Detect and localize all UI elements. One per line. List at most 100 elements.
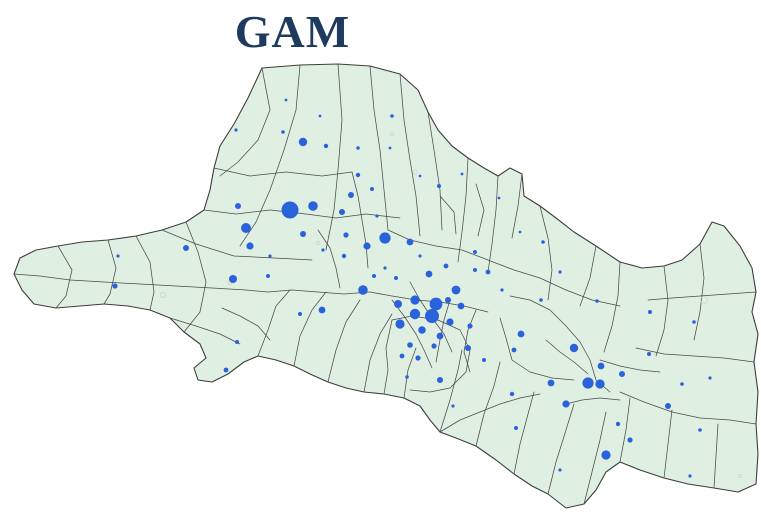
value-circle: [355, 172, 361, 178]
district-boundary-line: [403, 347, 417, 399]
value-circle: [375, 214, 379, 218]
district-boundary-line: [369, 65, 389, 231]
district-boundary-line: [603, 261, 621, 353]
faint-circle: [389, 131, 395, 137]
value-circle: [405, 375, 409, 379]
district-boundary-line: [427, 111, 443, 231]
faint-circle: [159, 291, 166, 298]
value-circle: [379, 232, 391, 244]
value-circle: [418, 174, 422, 178]
proportional-symbols: [112, 98, 712, 478]
district-boundary-line: [293, 291, 327, 367]
district-boundary-line: [693, 243, 705, 341]
value-circle: [615, 421, 621, 427]
value-circle: [415, 355, 421, 361]
district-boundary-line: [245, 289, 371, 295]
value-circle: [436, 332, 444, 340]
value-circle: [445, 297, 451, 303]
value-circle: [473, 268, 477, 272]
value-circle: [268, 254, 272, 258]
value-circle: [298, 137, 308, 147]
value-circle: [425, 270, 433, 278]
district-boundary-line: [619, 391, 757, 425]
district-boundary-line: [513, 391, 535, 475]
faint-circle: [412, 169, 418, 175]
value-circle: [451, 285, 461, 295]
district-boundary-line: [351, 171, 369, 269]
value-circle: [266, 274, 270, 278]
value-circle: [443, 263, 449, 269]
district-boundary-line: [663, 409, 673, 479]
value-circle: [183, 245, 189, 251]
district-boundary-line: [655, 265, 669, 357]
value-circle: [370, 187, 374, 191]
district-boundary-line: [13, 273, 247, 291]
district-boundary-line: [713, 423, 719, 489]
value-circle: [451, 404, 455, 408]
value-circle: [619, 371, 625, 377]
value-circle: [518, 230, 522, 234]
value-circle: [321, 248, 325, 252]
value-circle: [595, 379, 605, 389]
faint-circle: [700, 296, 708, 304]
value-circle: [708, 376, 712, 380]
value-circle: [388, 146, 392, 150]
value-circle: [372, 274, 376, 278]
value-circle: [569, 343, 579, 353]
value-circle: [418, 254, 422, 258]
value-circle: [395, 319, 405, 329]
value-circle: [627, 437, 633, 443]
value-circle: [547, 379, 555, 387]
map-title: GAM: [234, 6, 351, 57]
district-boundary-line: [547, 403, 575, 495]
district-boundary-line: [257, 289, 291, 357]
value-circle: [595, 299, 599, 303]
value-circle: [318, 114, 322, 118]
value-circle: [363, 242, 371, 250]
value-circle: [558, 468, 562, 472]
value-circle: [406, 238, 414, 246]
value-circle: [383, 266, 387, 270]
value-circle: [399, 353, 405, 359]
value-circle: [418, 326, 426, 334]
district-boundary-line: [539, 205, 553, 301]
value-circle: [394, 300, 402, 308]
value-circle: [517, 330, 525, 338]
value-circle: [457, 302, 465, 310]
value-circle: [300, 231, 306, 237]
district-boundary-line: [565, 397, 621, 405]
value-circle: [308, 201, 318, 211]
value-circle: [485, 269, 491, 275]
value-circle: [597, 362, 605, 370]
district-boundary-line: [325, 63, 343, 251]
value-circle: [281, 201, 299, 219]
district-boundary-line: [619, 397, 631, 463]
district-boundary-line: [183, 221, 207, 333]
district-boundary-line: [647, 291, 757, 301]
value-circle: [323, 143, 329, 149]
value-circle: [223, 367, 229, 373]
district-boundary-line: [439, 393, 541, 433]
value-circle: [497, 196, 501, 200]
value-circle: [665, 403, 671, 409]
district-boundary-line: [213, 167, 353, 177]
district-boundary-line: [391, 299, 433, 369]
value-circle: [437, 184, 441, 188]
district-boundary-line: [387, 229, 621, 307]
value-circle: [648, 310, 652, 314]
value-circle: [356, 146, 360, 150]
district-boundary-line: [219, 67, 271, 177]
value-circle: [341, 253, 347, 259]
value-circle: [431, 343, 437, 349]
district-boundary-line: [439, 349, 463, 433]
value-circle: [112, 283, 118, 289]
region-outline: [13, 63, 759, 509]
value-circle: [358, 285, 368, 295]
district-boundary-line: [317, 229, 341, 289]
district-boundary-line: [135, 235, 155, 311]
district-boundary-line: [511, 173, 523, 239]
faint-circle: [315, 240, 321, 246]
value-circle: [511, 347, 517, 353]
value-circle: [514, 426, 518, 430]
district-boundary-line: [475, 361, 501, 447]
